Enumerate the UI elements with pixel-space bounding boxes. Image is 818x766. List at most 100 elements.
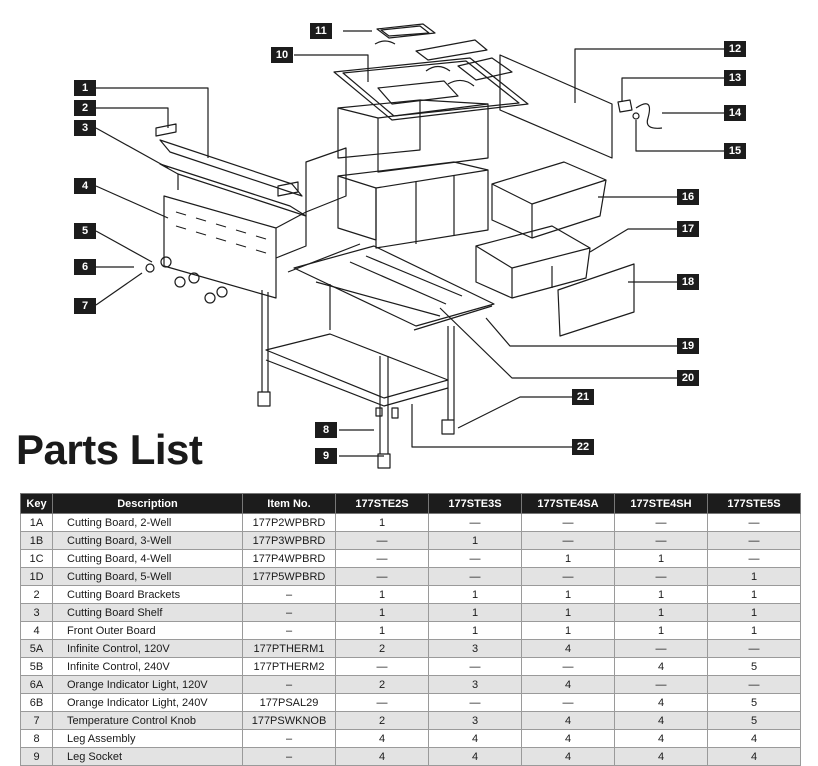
table-cell: 1: [707, 621, 801, 640]
callout-8: 8: [315, 422, 337, 438]
table-cell: Orange Indicator Light, 120V: [52, 675, 243, 694]
table-cell: —: [614, 639, 708, 658]
table-cell: 177PSAL29: [242, 693, 336, 712]
table-cell: –: [242, 621, 336, 640]
callout-22: 22: [572, 439, 594, 455]
callout-5: 5: [74, 223, 96, 239]
exploded-parts-diagram: [95, 23, 724, 469]
table-cell: 1: [521, 549, 615, 568]
callout-17: 17: [677, 221, 699, 237]
table-cell: Temperature Control Knob: [52, 711, 243, 730]
table-cell: —: [521, 567, 615, 586]
table-cell: 4: [614, 711, 708, 730]
table-cell: 1: [614, 621, 708, 640]
table-cell: 1: [428, 603, 522, 622]
callout-2: 2: [74, 100, 96, 116]
table-cell: 177P4WPBRD: [242, 549, 336, 568]
table-cell: Leg Assembly: [52, 729, 243, 748]
table-cell: 2: [335, 675, 429, 694]
table-cell: 5A: [20, 639, 53, 658]
table-cell: 2: [335, 639, 429, 658]
table-cell: —: [707, 549, 801, 568]
table-cell: –: [242, 603, 336, 622]
callout-18: 18: [677, 274, 699, 290]
table-cell: —: [614, 531, 708, 550]
table-cell: 4: [20, 621, 53, 640]
callout-16: 16: [677, 189, 699, 205]
table-cell: —: [521, 513, 615, 532]
table-cell: —: [614, 513, 708, 532]
table-cell: 2: [20, 585, 53, 604]
table-cell: —: [521, 657, 615, 676]
table-cell: 1: [521, 585, 615, 604]
callout-20: 20: [677, 370, 699, 386]
table-cell: 3: [20, 603, 53, 622]
column-header-177ste2s: 177STE2S: [335, 493, 429, 514]
table-cell: 1: [335, 621, 429, 640]
table-cell: –: [242, 675, 336, 694]
table-cell: 177PTHERM1: [242, 639, 336, 658]
table-cell: —: [614, 567, 708, 586]
table-cell: Cutting Board Shelf: [52, 603, 243, 622]
table-cell: 1: [614, 585, 708, 604]
callout-7: 7: [74, 298, 96, 314]
table-cell: —: [335, 549, 429, 568]
table-cell: 4: [428, 747, 522, 766]
table-cell: —: [335, 693, 429, 712]
callout-12: 12: [724, 41, 746, 57]
column-header-item-no: Item No.: [242, 493, 336, 514]
table-cell: 1: [428, 585, 522, 604]
table-cell: —: [614, 675, 708, 694]
table-cell: 1: [707, 567, 801, 586]
table-cell: —: [521, 693, 615, 712]
table-cell: 1: [428, 531, 522, 550]
table-cell: 4: [521, 639, 615, 658]
callout-13: 13: [724, 70, 746, 86]
page-title: Parts List: [16, 426, 203, 473]
callout-3: 3: [74, 120, 96, 136]
table-cell: 4: [614, 657, 708, 676]
table-cell: Cutting Board Brackets: [52, 585, 243, 604]
table-cell: Leg Socket: [52, 747, 243, 766]
table-cell: 3: [428, 711, 522, 730]
table-cell: 1: [614, 549, 708, 568]
table-cell: 177P2WPBRD: [242, 513, 336, 532]
table-cell: 2: [335, 711, 429, 730]
callout-9: 9: [315, 448, 337, 464]
callout-15: 15: [724, 143, 746, 159]
table-cell: 4: [428, 729, 522, 748]
table-cell: 4: [614, 693, 708, 712]
table-cell: 1D: [20, 567, 53, 586]
parts-table: Key Description Item No. 177STE2S 177STE…: [20, 493, 801, 766]
table-cell: Cutting Board, 4-Well: [52, 549, 243, 568]
table-cell: 1: [521, 621, 615, 640]
table-cell: —: [707, 639, 801, 658]
table-cell: 4: [521, 747, 615, 766]
table-cell: 5: [707, 657, 801, 676]
table-cell: –: [242, 747, 336, 766]
table-cell: —: [428, 693, 522, 712]
table-cell: Infinite Control, 120V: [52, 639, 243, 658]
table-cell: —: [707, 675, 801, 694]
callout-21: 21: [572, 389, 594, 405]
table-cell: –: [242, 585, 336, 604]
table-cell: —: [335, 657, 429, 676]
callout-19: 19: [677, 338, 699, 354]
table-cell: 7: [20, 711, 53, 730]
callout-1: 1: [74, 80, 96, 96]
table-cell: 5: [707, 711, 801, 730]
callout-4: 4: [74, 178, 96, 194]
table-cell: 177P3WPBRD: [242, 531, 336, 550]
table-header-row: Key Description Item No. 177STE2S 177STE…: [20, 493, 801, 514]
table-cell: 1C: [20, 549, 53, 568]
column-header-description: Description: [52, 493, 243, 514]
table-cell: —: [428, 513, 522, 532]
